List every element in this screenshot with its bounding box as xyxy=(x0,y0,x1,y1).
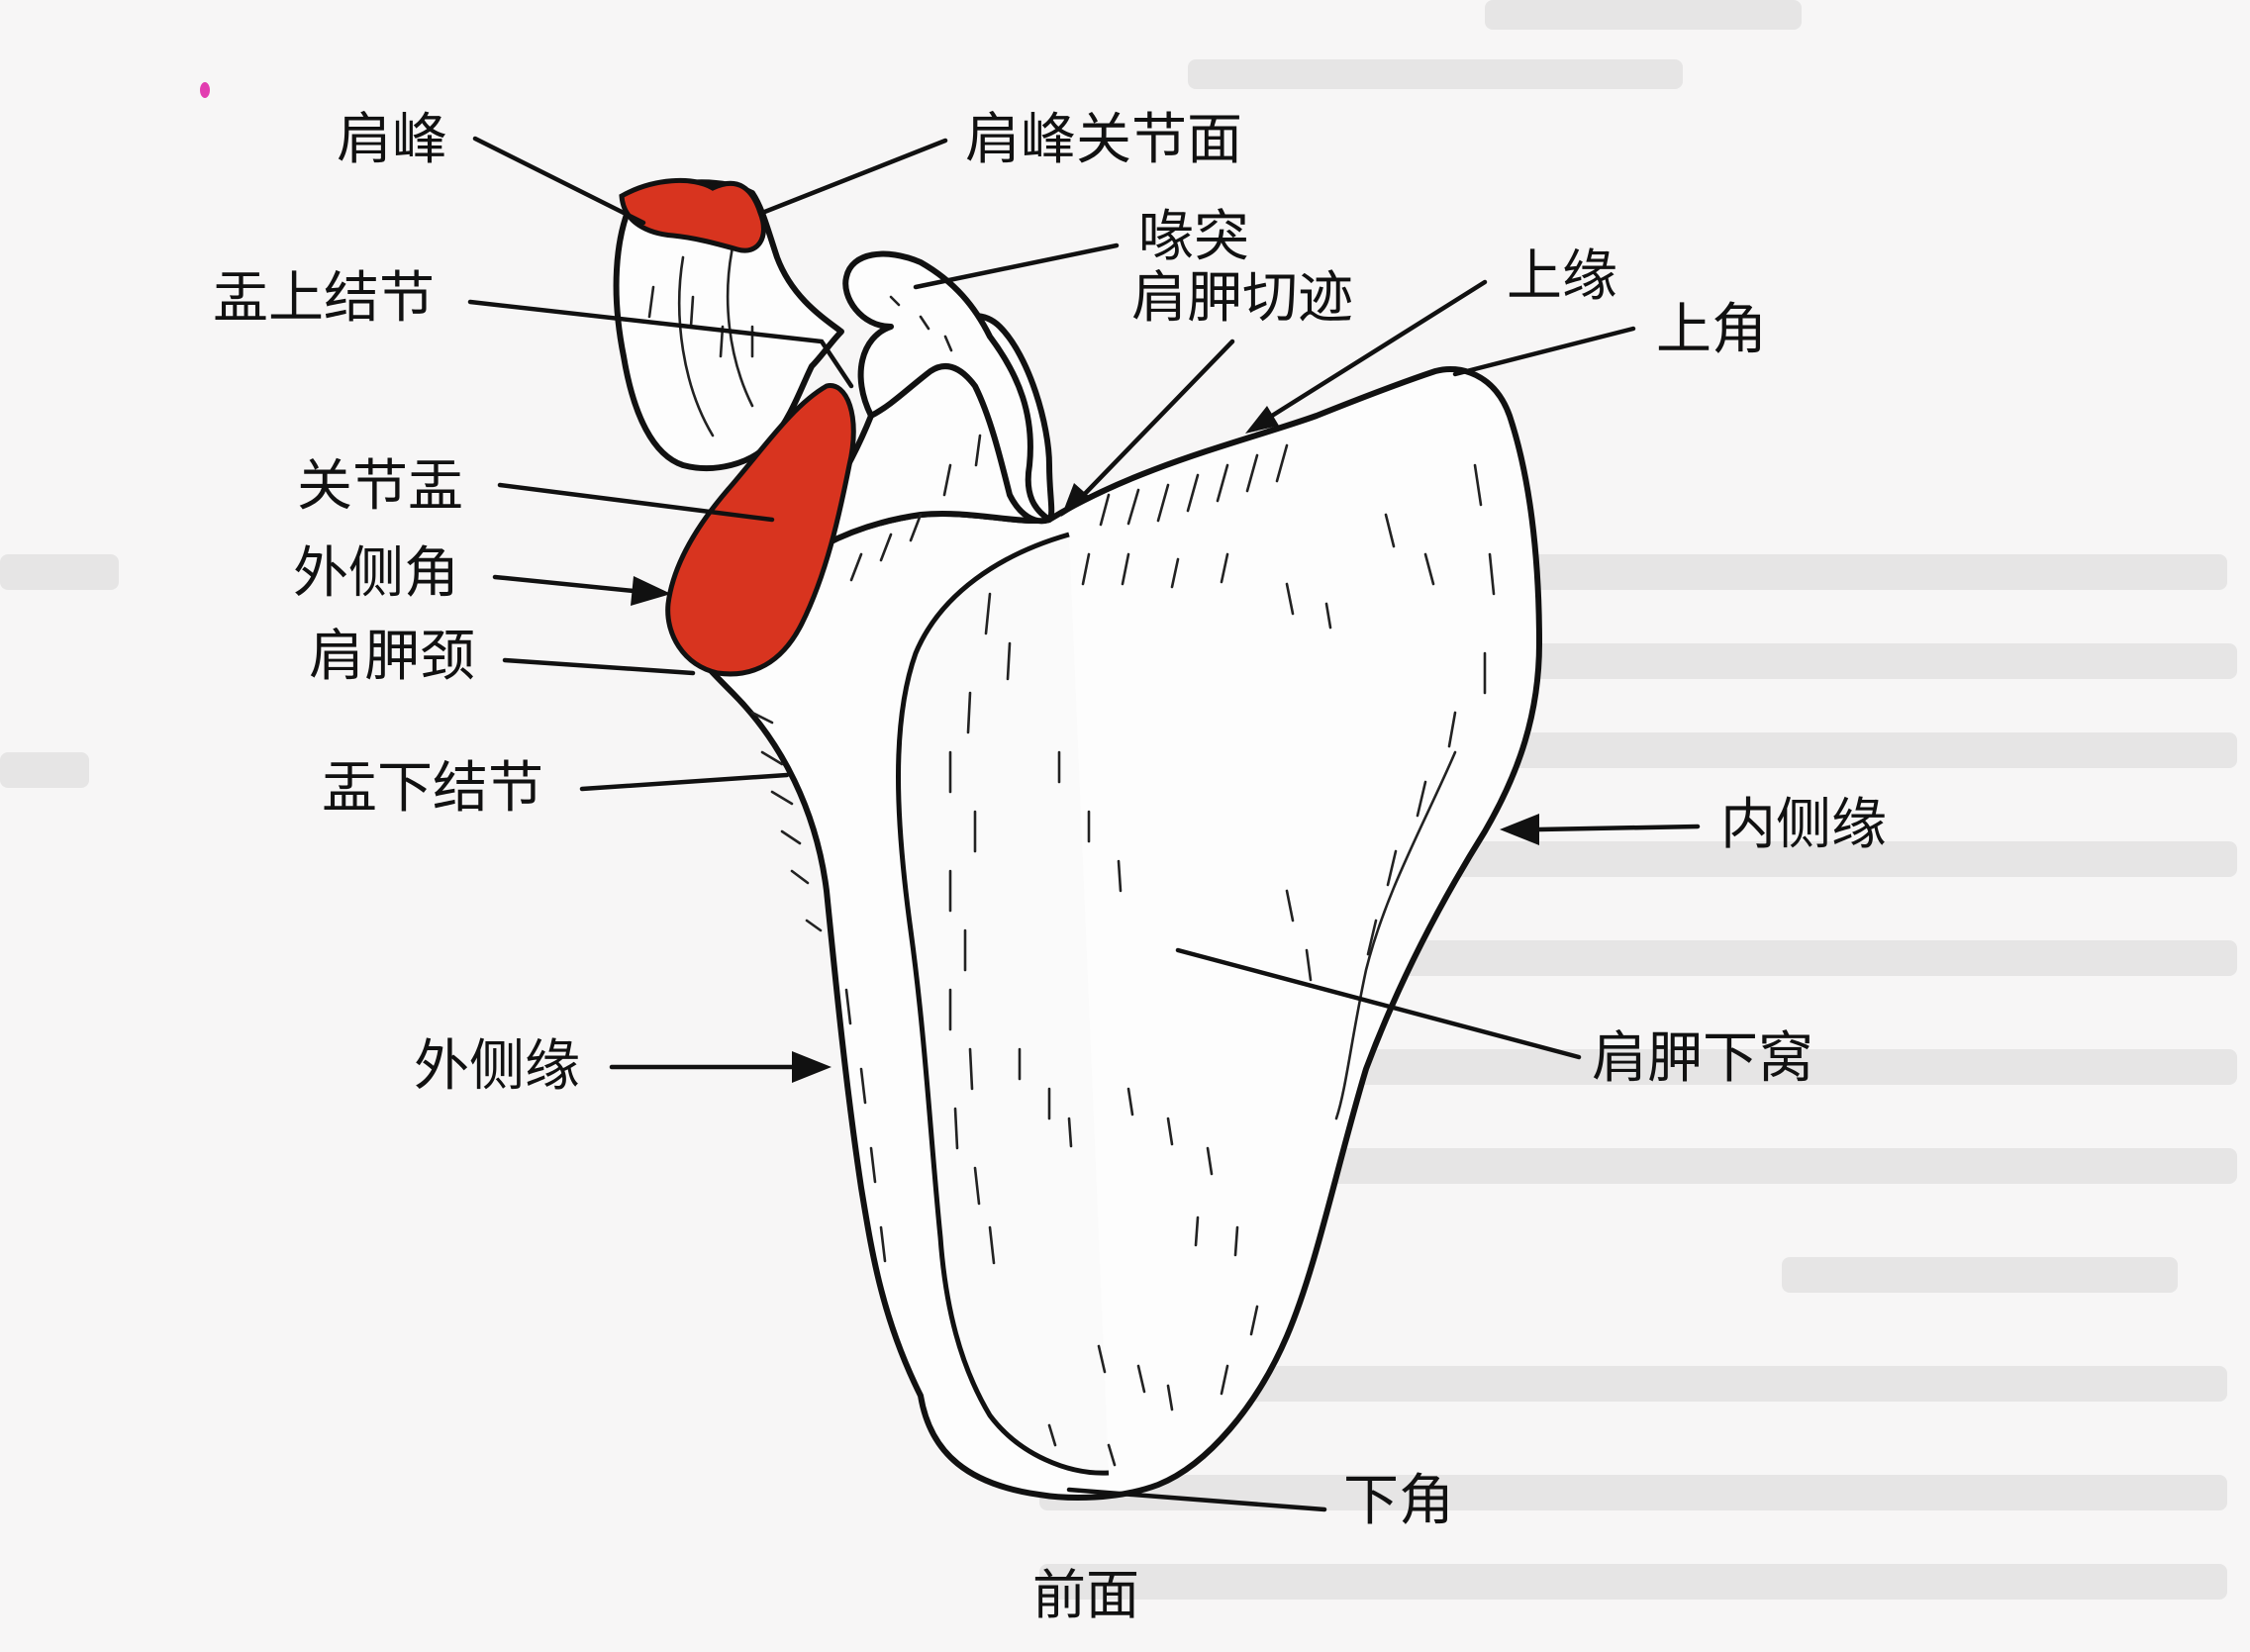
figure-caption: 前面 xyxy=(1032,1564,1139,1626)
engraving-hatching xyxy=(647,285,1496,1467)
leader-lines xyxy=(467,136,1701,1512)
acromion-inner-line-2 xyxy=(726,245,754,408)
label-acromion: 肩峰 xyxy=(337,108,447,172)
label-acromial-articular-surface: 肩峰关节面 xyxy=(965,108,1242,172)
label-lateral-angle: 外侧角 xyxy=(293,541,459,606)
label-scapular-notch: 肩胛切迹 xyxy=(1131,266,1353,331)
ink-speck xyxy=(200,82,210,98)
leader-glenoid-cavity xyxy=(497,482,775,523)
leader-infraglenoid-tubercle xyxy=(579,772,790,792)
label-superior-angle: 上角 xyxy=(1656,298,1767,362)
label-superior-border: 上缘 xyxy=(1507,244,1617,309)
label-medial-border: 内侧缘 xyxy=(1720,793,1887,857)
label-lateral-border: 外侧缘 xyxy=(414,1034,580,1099)
leader-acromial-articular-surface xyxy=(759,138,948,216)
leader-superior-angle xyxy=(1452,326,1636,377)
label-glenoid-cavity: 关节盂 xyxy=(297,454,463,519)
label-inferior-angle: 下角 xyxy=(1343,1469,1454,1533)
label-neck-of-scapula: 肩胛颈 xyxy=(309,625,475,689)
acromion-inner-line xyxy=(678,255,715,437)
leader-inferior-angle xyxy=(1066,1487,1327,1512)
arrowhead-scapular-notch xyxy=(1061,483,1091,517)
coracoid-process xyxy=(842,250,1052,525)
leader-subscapular-fossa xyxy=(1175,947,1582,1060)
leader-lateral-angle xyxy=(492,574,636,594)
arrowhead-lateral-border xyxy=(792,1051,832,1083)
label-supraglenoid-tubercle: 盂上结节 xyxy=(213,266,435,331)
glenoid-cavity-surface xyxy=(665,383,856,677)
leader-coracoid-process xyxy=(913,243,1120,290)
arrowhead-medial-border xyxy=(1500,814,1539,845)
leader-supraglenoid-tubercle xyxy=(467,299,854,389)
leader-acromion xyxy=(472,136,646,226)
leader-medial-border xyxy=(1536,824,1701,832)
label-coracoid-process: 喙突 xyxy=(1138,205,1249,269)
arrowhead-superior-border xyxy=(1245,406,1279,434)
leader-neck-of-scapula xyxy=(502,657,696,676)
leader-superior-border xyxy=(1269,279,1488,419)
label-subscapular-fossa: 肩胛下窝 xyxy=(1592,1026,1813,1091)
arrowhead-lateral-angle xyxy=(631,576,671,606)
medial-inner-line xyxy=(1334,750,1457,1120)
leader-scapular-notch xyxy=(1076,339,1235,503)
labels: 肩峰 肩峰关节面 喙突 肩胛切迹 上缘 上角 盂上结节 关节盂 外侧角 肩胛颈 … xyxy=(213,108,1887,1626)
scapula-body xyxy=(680,365,1542,1501)
label-infraglenoid-tubercle: 盂下结节 xyxy=(322,756,543,821)
acromial-articular-surface xyxy=(619,178,766,253)
